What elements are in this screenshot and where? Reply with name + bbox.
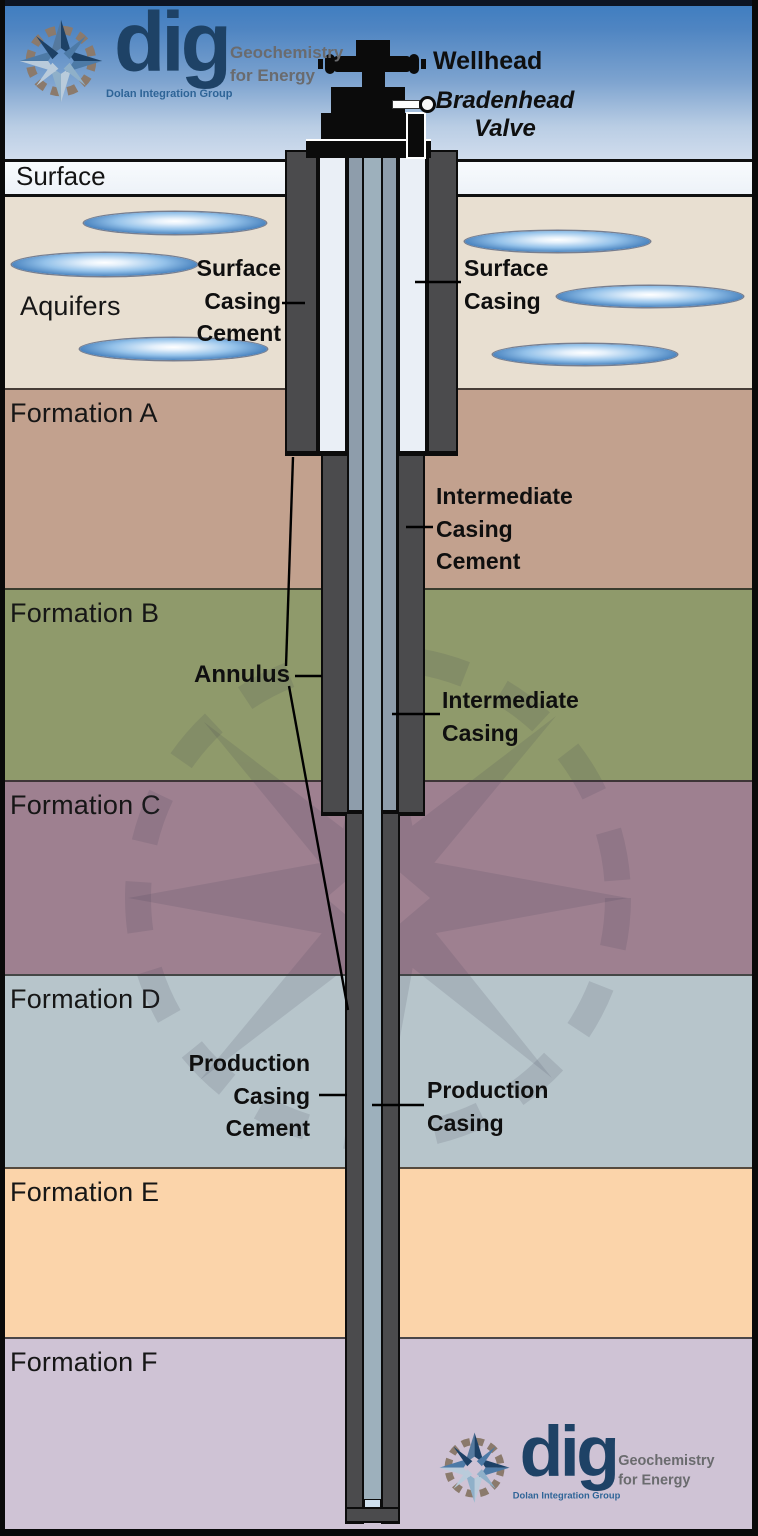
wellhead-tier-3 <box>306 139 431 158</box>
intermediate-casing-cement-right <box>397 454 425 816</box>
compass-logo-icon <box>18 18 104 104</box>
surface-casing-cement-left <box>285 150 318 456</box>
surface-casing-label: Surface Casing <box>464 255 549 314</box>
surface-casing-cement-right <box>427 150 458 456</box>
logo-tagline: Geochemistry for Energy <box>618 1452 715 1488</box>
intermediate-casing-cement-label: Intermediate Casing Cement <box>436 483 573 575</box>
frame-left <box>0 0 5 1536</box>
logo-wordmark: dig <box>519 1411 620 1492</box>
intermediate-casing-cement-left <box>321 454 349 816</box>
logo-tagline: Geochemistry for Energy <box>230 43 344 85</box>
wellhead-tier-2 <box>321 113 408 139</box>
dig-logo-top: dig Dolan Integration Group Geochemistry… <box>18 0 343 122</box>
wellhead-label: Wellhead <box>433 47 543 75</box>
formation-a-label: Formation A <box>10 398 158 428</box>
well-bottom-cap <box>345 1507 400 1523</box>
bradenhead-pipe <box>392 100 420 109</box>
production-casing-label: Production Casing <box>427 1077 549 1136</box>
formation-d-label: Formation D <box>10 984 161 1014</box>
logo-group-name: Dolan Integration Group <box>106 88 233 100</box>
annulus-right <box>381 150 398 814</box>
logo-group-name: Dolan Integration Group <box>512 1490 621 1501</box>
formation-e-label: Formation E <box>10 1177 160 1207</box>
bradenhead-outlet-column <box>406 112 426 159</box>
formation-b-label: Formation B <box>10 598 160 628</box>
aquifers-label: Aquifers <box>20 291 121 321</box>
production-casing-column <box>362 150 383 1510</box>
production-casing-cement-left <box>345 812 364 1524</box>
wellhead-valve-handle-right <box>409 54 419 74</box>
annulus-label: Annulus <box>194 661 290 688</box>
aquifer-lens <box>84 212 266 234</box>
wellhead-valve-arm <box>334 56 410 72</box>
compass-logo-icon <box>438 1431 511 1504</box>
frame-right <box>752 0 758 1536</box>
formation-f-label: Formation F <box>10 1347 158 1377</box>
formation-c-label: Formation C <box>10 790 161 820</box>
wellhead-valve-handle-left <box>325 54 335 74</box>
dig-logo-bottom: dig Dolan Integration Group Geochemistry… <box>438 1412 715 1520</box>
surface-label: Surface <box>16 161 106 191</box>
logo-wordmark: dig <box>114 0 232 89</box>
production-casing-cement-label: Production Casing Cement <box>188 1050 310 1142</box>
aquifer-lens <box>465 231 650 252</box>
surface-casing-cement-label: Surface Casing Cement <box>196 255 281 347</box>
aquifer-lens <box>557 286 743 307</box>
wellhead-valve-tick-right <box>421 59 426 69</box>
surface-casing-right <box>398 150 427 456</box>
wellhead-valve-tick-left <box>318 59 323 69</box>
bradenhead-valve-label: Bradenhead Valve <box>435 87 575 143</box>
aquifer-lens <box>12 253 197 276</box>
surface-casing-left <box>318 150 347 456</box>
bradenhead-valve-gauge-icon <box>419 96 436 113</box>
production-casing-cement-right <box>381 812 400 1524</box>
aquifer-lens <box>80 338 267 360</box>
frame-bottom <box>0 1529 758 1536</box>
intermediate-casing-label: Intermediate Casing <box>442 687 579 746</box>
aquifer-lens <box>493 344 677 365</box>
frame-top <box>0 0 758 6</box>
